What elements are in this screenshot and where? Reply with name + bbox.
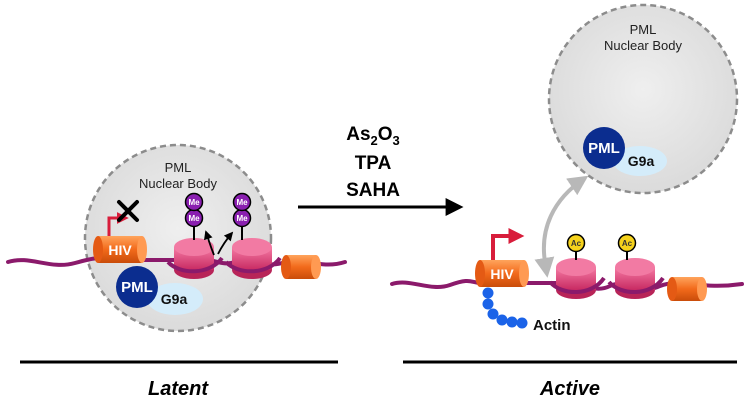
active-g9a-label: G9a (628, 153, 655, 169)
svg-text:Me: Me (188, 214, 200, 223)
latent-nucleosome-2 (224, 238, 282, 279)
block-x-icon (117, 200, 139, 222)
active-pml-label: PML (588, 140, 620, 157)
svg-text:Ac: Ac (622, 239, 633, 248)
latent-methyl-marks-2: Me Me (232, 192, 252, 240)
svg-text:Me: Me (236, 198, 248, 207)
svg-text:Me: Me (188, 198, 200, 207)
treatment-block: As2O3 TPA SAHA (298, 124, 464, 216)
active-nucleosome-2 (607, 258, 665, 299)
active-state-label: Active (539, 378, 600, 400)
latent-downstream-cylinder (281, 255, 321, 279)
latent-pml-label: PML (121, 279, 153, 296)
treatment-tpa: TPA (355, 153, 392, 174)
latent-panel: PML Nuclear Body Me Me M (6, 143, 347, 400)
actin-chain (482, 287, 528, 329)
latent-methylation-arrow-1 (204, 230, 215, 256)
treatment-saha: SAHA (346, 180, 400, 201)
active-hiv-label: HIV (490, 266, 514, 282)
latent-nucleosome-1 (166, 238, 224, 279)
active-downstream-cylinder (667, 277, 707, 301)
active-pml-protein (583, 127, 625, 169)
latent-state-label: Latent (148, 378, 209, 400)
active-nb-label-line1: PML (630, 22, 657, 37)
active-nb-label-line2: Nuclear Body (604, 38, 683, 53)
active-acetyl-mark-2: Ac (617, 233, 637, 260)
latent-pml-protein (116, 266, 158, 308)
active-tss-arrow (491, 228, 525, 260)
latent-g9a-label: G9a (161, 291, 188, 307)
svg-text:Me: Me (236, 214, 248, 223)
treatment-arsenic: As2O3 (346, 124, 400, 148)
active-nucleosome-1 (548, 258, 606, 299)
svg-text:Ac: Ac (571, 239, 582, 248)
relocation-double-arrow (534, 175, 589, 278)
actin-label: Actin (533, 317, 571, 334)
latent-hiv-cylinder: HIV (93, 236, 147, 263)
latent-nb-label-line2: Nuclear Body (139, 176, 218, 191)
latent-methyl-marks-1: Me Me (184, 192, 204, 240)
latent-nb-label-line1: PML (165, 160, 192, 175)
latent-methylation-arrow-2 (217, 231, 234, 255)
latent-hiv-label: HIV (108, 242, 132, 258)
active-hiv-cylinder: HIV (475, 260, 529, 287)
active-panel: PML Nuclear Body G9a PML Ac (390, 3, 744, 400)
active-g9a-halo (613, 146, 667, 176)
latent-g9a-halo (147, 283, 203, 315)
active-acetyl-mark-1: Ac (566, 233, 586, 260)
